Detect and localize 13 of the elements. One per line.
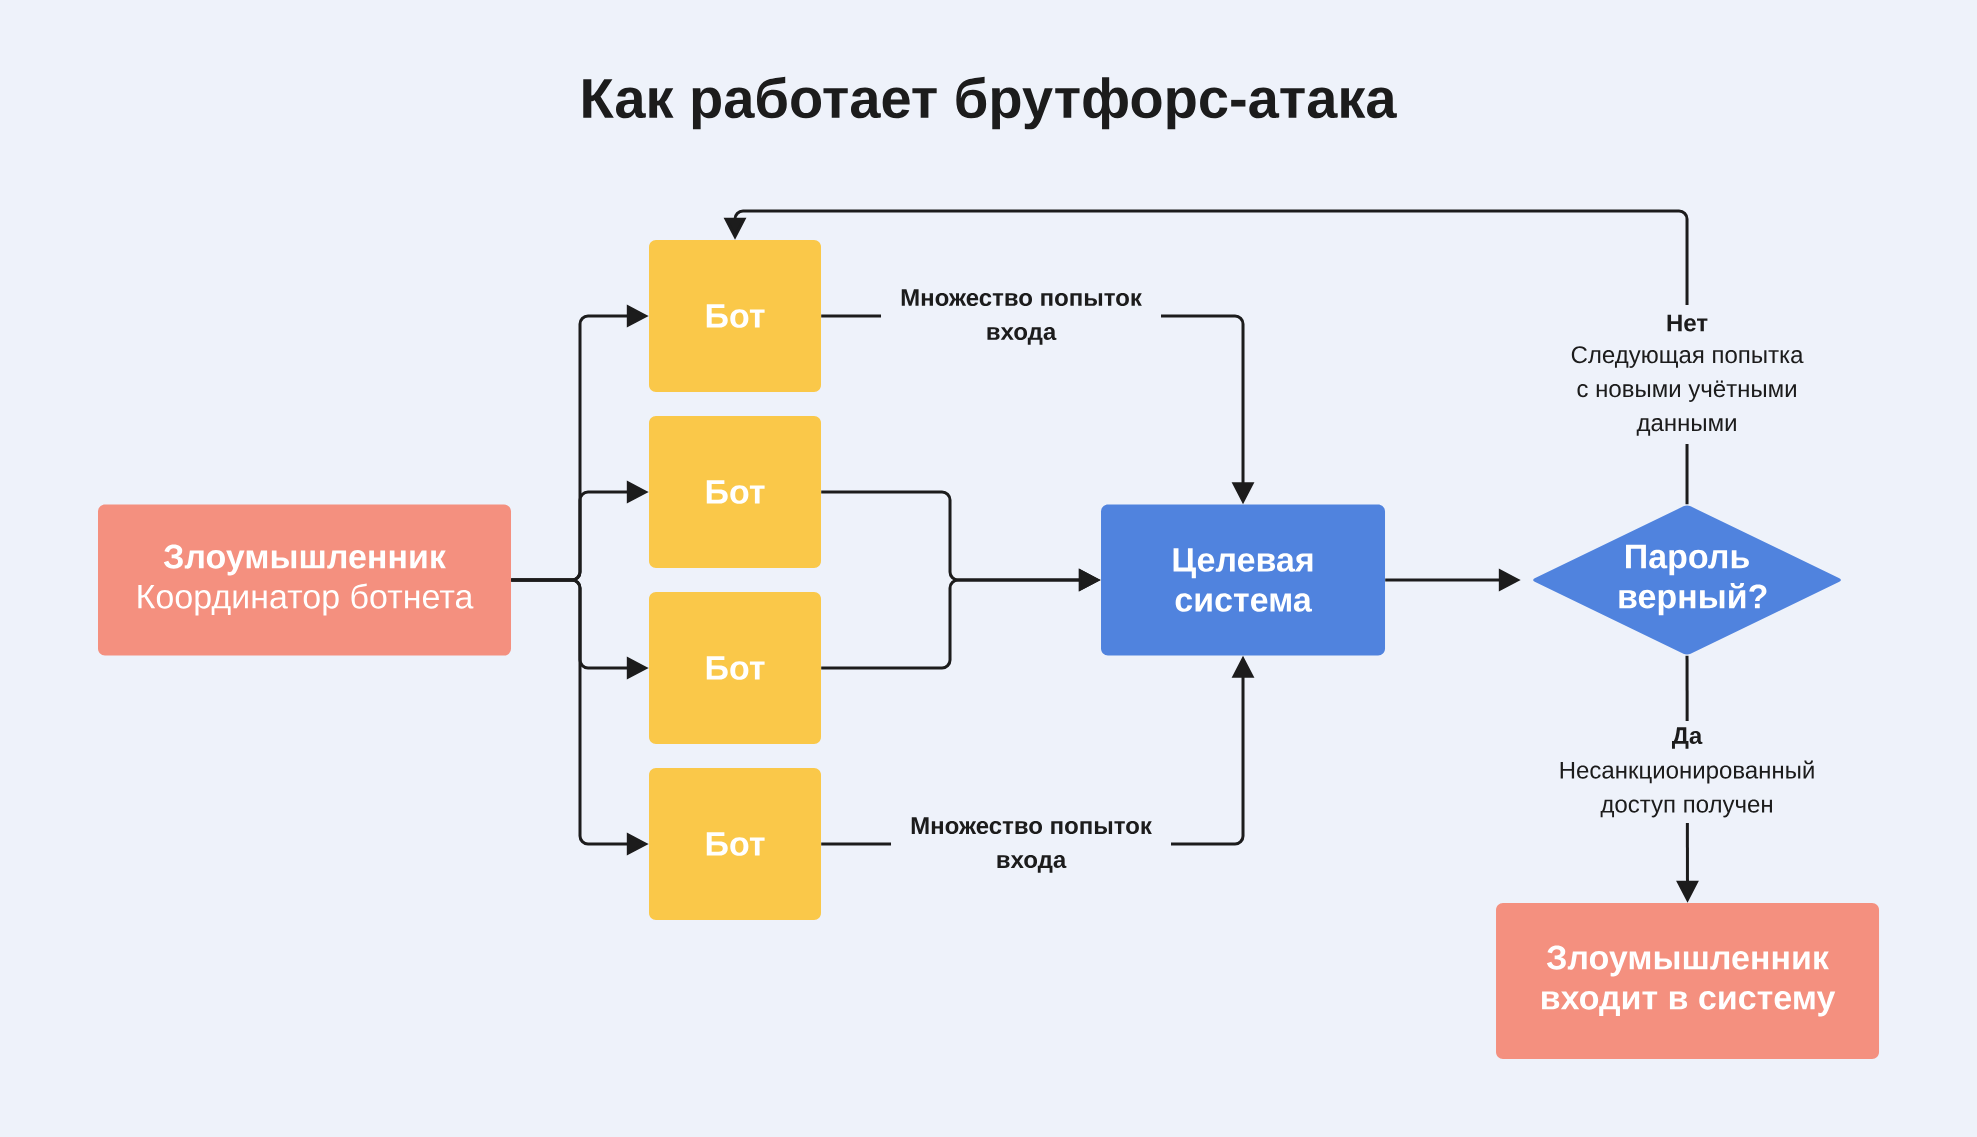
process-box: Бот <box>649 416 821 568</box>
process-box: Бот <box>649 592 821 744</box>
process-box: Целевая система <box>1101 504 1385 656</box>
note-text: Несанкционированный доступ получен <box>1560 760 1814 818</box>
title: Как работает брутфорс-атака <box>583 76 1397 130</box>
edge-label: Множество попыток входа <box>881 284 1161 350</box>
edge-label: Да <box>1666 722 1708 754</box>
process-box: Бот <box>649 240 821 392</box>
note-text: Следующая попытка с новыми учётными данными <box>1571 346 1804 436</box>
edge-label: Множество попыток входа <box>891 812 1171 878</box>
process-box: Злоумышленник входит в систему <box>1496 903 1880 1059</box>
process-box: Злоумышленник Координатор ботнета <box>98 504 511 656</box>
process-box: Бот <box>649 768 821 920</box>
